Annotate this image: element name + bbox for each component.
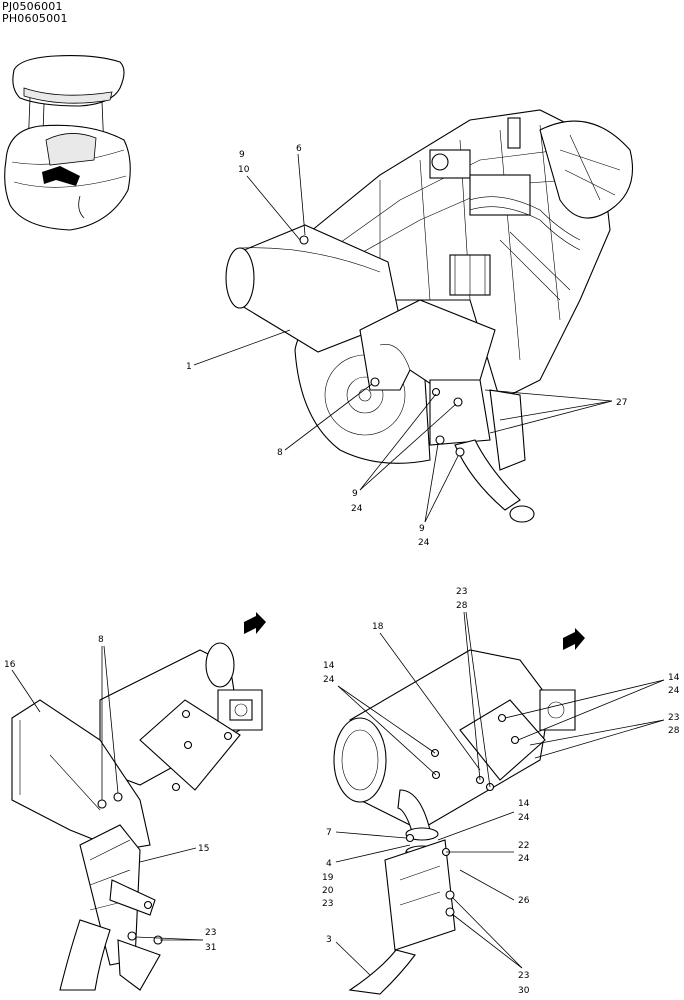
callout-26: 26 xyxy=(518,896,530,906)
callout-20: 20 xyxy=(322,886,334,896)
main-callouts: 9 10 6 1 8 27 9 24 9 24 xyxy=(186,144,627,548)
right-detail xyxy=(333,628,585,995)
callout-6: 6 xyxy=(296,144,302,154)
callout-27: 27 xyxy=(616,398,627,408)
left-detail xyxy=(11,612,266,991)
callout-19: 19 xyxy=(322,873,334,883)
drawing-code-2: PH0605001 xyxy=(2,12,68,25)
callout-18: 18 xyxy=(372,622,384,632)
callout-15: 15 xyxy=(198,844,209,854)
callout-28-right: 28 xyxy=(668,726,680,736)
callout-3: 3 xyxy=(326,935,332,945)
callout-23-bottom: 23 xyxy=(518,971,529,981)
callout-24-mid: 24 xyxy=(518,813,530,823)
right-callouts: 23 28 18 14 24 14 24 23 28 14 24 7 22 24 xyxy=(322,587,680,996)
front-direction-arrow-icon xyxy=(563,628,585,650)
callout-9c: 9 xyxy=(419,524,425,534)
callout-23-low: 23 xyxy=(322,899,333,909)
callout-14-left: 14 xyxy=(323,661,335,671)
front-direction-arrow-icon xyxy=(244,612,266,634)
callout-9b: 9 xyxy=(352,489,358,499)
callout-22: 22 xyxy=(518,841,529,851)
callout-23-top: 23 xyxy=(456,587,467,597)
engine-assembly xyxy=(225,109,634,523)
callout-14-mid: 14 xyxy=(518,799,530,809)
callout-8-left: 8 xyxy=(98,635,104,645)
callout-24c: 24 xyxy=(418,538,430,548)
callout-24-low: 24 xyxy=(518,854,530,864)
callout-14-right: 14 xyxy=(668,673,680,683)
callout-8: 8 xyxy=(277,448,283,458)
callout-30: 30 xyxy=(518,986,530,996)
machine-locator-icon xyxy=(4,55,131,231)
left-callouts: 8 16 15 23 31 xyxy=(4,635,216,953)
callout-1: 1 xyxy=(186,362,192,372)
callout-23-left: 23 xyxy=(205,928,216,938)
callout-31: 31 xyxy=(205,943,216,953)
callout-16: 16 xyxy=(4,660,16,670)
callout-24-right: 24 xyxy=(668,686,680,696)
callout-10: 10 xyxy=(238,165,250,175)
callout-9: 9 xyxy=(239,150,245,160)
callout-4: 4 xyxy=(326,859,332,869)
callout-28-top: 28 xyxy=(456,601,468,611)
callout-23-right: 23 xyxy=(668,713,679,723)
callout-24b: 24 xyxy=(351,504,363,514)
callout-7: 7 xyxy=(326,828,332,838)
callout-24-left: 24 xyxy=(323,675,335,685)
drawing-code-1: PJ0506001 xyxy=(2,0,63,13)
